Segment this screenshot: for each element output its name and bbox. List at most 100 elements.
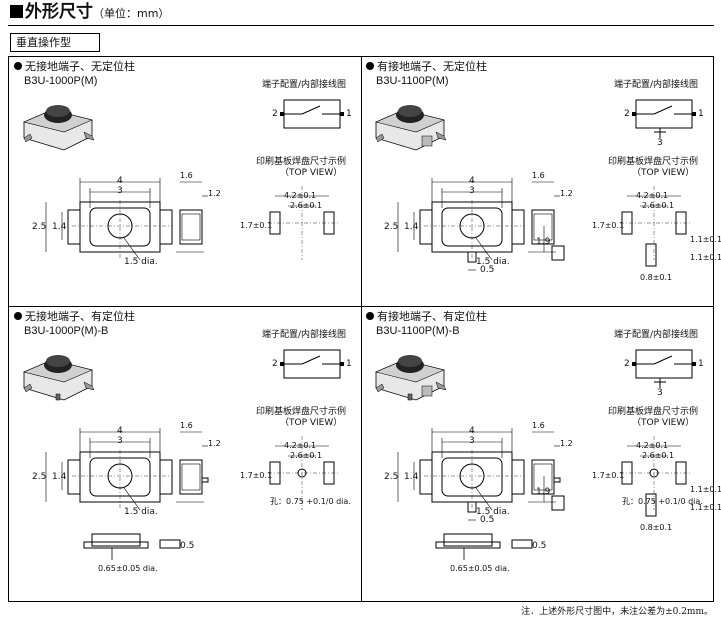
pcb-4-2: 4.2±0.1 xyxy=(636,441,669,450)
footnote: 注．上述外形尺寸图中，未注公差为±0.2mm。 xyxy=(521,607,713,617)
pin-2-label: 2 xyxy=(624,359,630,369)
dim-side-1-6: 1.6 xyxy=(532,171,545,180)
pcb-1-1-b: 1.1±0.1 xyxy=(690,503,721,512)
model-number: B3U-1000P(M) xyxy=(24,75,98,87)
product-photo xyxy=(23,105,95,151)
terminal-config-label: 端子配置/内部接线图 xyxy=(262,80,347,90)
dim-side-1-2: 1.2 xyxy=(208,439,221,448)
pcb-0-8: 0.8±0.1 xyxy=(640,273,673,282)
panel-1: 无接地端子、无定位柱 B3U-1000P(M) 端子配置/内部接线图印刷基板焊盘尺寸… xyxy=(12,60,364,310)
dim-post-0-65: 0.65±0.05 dia. xyxy=(450,564,510,573)
pcb-land-label: 印刷基板焊盘尺寸示例 xyxy=(256,407,347,417)
terminal-config-label: 端子配置/内部接线图 xyxy=(614,80,699,90)
pcb-1-1-a: 1.1±0.1 xyxy=(690,485,721,494)
dim-side-1-6: 1.6 xyxy=(180,421,193,430)
pcb-2-6: 2.6±0.1 xyxy=(290,201,323,210)
horizontal-divider xyxy=(8,306,714,307)
dim-post-0-65: 0.65±0.05 dia. xyxy=(98,564,158,573)
header-divider xyxy=(8,25,714,26)
pcb-2-6: 2.6±0.1 xyxy=(642,451,675,460)
pcb-1-1-b: 1.1±0.1 xyxy=(690,253,721,262)
pcb-2-6: 2.6±0.1 xyxy=(290,451,323,460)
dim-width-4: 4 xyxy=(117,176,123,186)
dim-height-1-4: 1.4 xyxy=(404,472,419,482)
pcb-land-label: 印刷基板焊盘尺寸示例 xyxy=(608,157,699,167)
panel-3: 无接地端子、有定位柱 B3U-1000P(M)-B 端子配置/内部接线图印刷基板焊盘… xyxy=(12,310,364,573)
pcb-1-7: 1.7±0.1 xyxy=(592,221,625,230)
terminal-config-label: 端子配置/内部接线图 xyxy=(262,330,347,340)
top-view-label: （TOP VIEW） xyxy=(632,418,695,428)
pcb-1-7: 1.7±0.1 xyxy=(240,221,273,230)
dim-width-4: 4 xyxy=(117,426,123,436)
vertical-divider xyxy=(361,56,362,602)
drawing-svg xyxy=(375,99,696,271)
product-photo xyxy=(375,105,447,151)
panel-title: 有接地端子、无定位柱 xyxy=(366,60,487,74)
top-view-label: （TOP VIEW） xyxy=(280,168,343,178)
header-square-icon xyxy=(10,5,23,18)
pin-2-label: 2 xyxy=(624,109,630,119)
pin-1-label: 1 xyxy=(698,359,704,369)
pcb-4-2: 4.2±0.1 xyxy=(284,441,317,450)
bullet-icon xyxy=(14,62,22,70)
dim-side-1-2: 1.2 xyxy=(208,189,221,198)
dim-dia-1-5: 1.5 dia. xyxy=(124,257,158,267)
dim-dia-1-5: 1.5 dia. xyxy=(476,257,510,267)
pin-2-label: 2 xyxy=(272,109,278,119)
pcb-0-8: 0.8±0.1 xyxy=(640,523,673,532)
dim-width-4: 4 xyxy=(469,426,475,436)
dim-height-2-5: 2.5 xyxy=(32,222,47,232)
dim-width-3: 3 xyxy=(117,436,123,446)
dim-height-2-5: 2.5 xyxy=(384,222,399,232)
panel-title-text: 有接地端子、有定位柱 xyxy=(377,310,487,323)
dim-height-1-4: 1.4 xyxy=(404,222,419,232)
pcb-1-7: 1.7±0.1 xyxy=(592,471,625,480)
panel-title-text: 有接地端子、无定位柱 xyxy=(377,60,487,73)
dim-height-1-4: 1.4 xyxy=(52,472,67,482)
drawing-svg xyxy=(375,349,696,560)
panel-title-text: 无接地端子、有定位柱 xyxy=(25,310,135,323)
panel-title-text: 无接地端子、无定位柱 xyxy=(25,60,135,73)
unit-label: （单位：mm） xyxy=(93,7,170,20)
page-title: 外形尺寸（单位：mm） xyxy=(25,2,170,22)
drawing-svg xyxy=(23,349,344,560)
pcb-2-6: 2.6±0.1 xyxy=(642,201,675,210)
panel-title: 无接地端子、有定位柱 xyxy=(14,310,135,324)
dim-width-3: 3 xyxy=(469,186,475,196)
panel-2: 有接地端子、无定位柱 B3U-1100P(M) 端子配置/内部接线图印刷基板焊盘尺寸… xyxy=(364,60,721,310)
dim-side-1-6: 1.6 xyxy=(532,421,545,430)
dim-side-1-2: 1.2 xyxy=(560,189,573,198)
section-tag: 垂直操作型 xyxy=(10,33,100,52)
dim-height-2-5: 2.5 xyxy=(384,472,399,482)
model-number: B3U-1100P(M)-B xyxy=(376,325,460,337)
pin-1-label: 1 xyxy=(346,109,352,119)
top-view-label: （TOP VIEW） xyxy=(632,168,695,178)
product-photo xyxy=(23,355,95,401)
dim-0-5: 0.5 xyxy=(480,515,495,525)
model-number: B3U-1000P(M)-B xyxy=(24,325,109,337)
dim-1-9: 1.9 xyxy=(536,237,551,247)
dim-width-4: 4 xyxy=(469,176,475,186)
dim-dia-1-5: 1.5 dia. xyxy=(124,507,158,517)
bullet-icon xyxy=(14,312,22,320)
dim-post-0-5: 0.5 xyxy=(180,541,195,551)
top-view-label: （TOP VIEW） xyxy=(280,418,343,428)
product-photo xyxy=(375,355,447,401)
pin-1-label: 1 xyxy=(346,359,352,369)
model-number: B3U-1100P(M) xyxy=(376,75,449,87)
pin-3-label: 3 xyxy=(657,138,663,148)
pcb-land-label: 印刷基板焊盘尺寸示例 xyxy=(608,407,699,417)
terminal-config-label: 端子配置/内部接线图 xyxy=(614,330,699,340)
pcb-4-2: 4.2±0.1 xyxy=(636,191,669,200)
dim-side-1-6: 1.6 xyxy=(180,171,193,180)
panel-4: 有接地端子、有定位柱 B3U-1100P(M)-B 端子配置/内部接线图印刷基板焊盘… xyxy=(364,310,721,573)
pcb-1-7: 1.7±0.1 xyxy=(240,471,273,480)
hole-dim: 孔：0.75 +0.1/0 dia. xyxy=(622,497,703,506)
dim-width-3: 3 xyxy=(469,436,475,446)
pcb-land-label: 印刷基板焊盘尺寸示例 xyxy=(256,157,347,167)
pcb-1-1-a: 1.1±0.1 xyxy=(690,235,721,244)
pin-3-label: 3 xyxy=(657,388,663,398)
dim-0-5: 0.5 xyxy=(480,265,495,275)
pin-2-label: 2 xyxy=(272,359,278,369)
dim-post-0-5: 0.5 xyxy=(532,541,547,551)
